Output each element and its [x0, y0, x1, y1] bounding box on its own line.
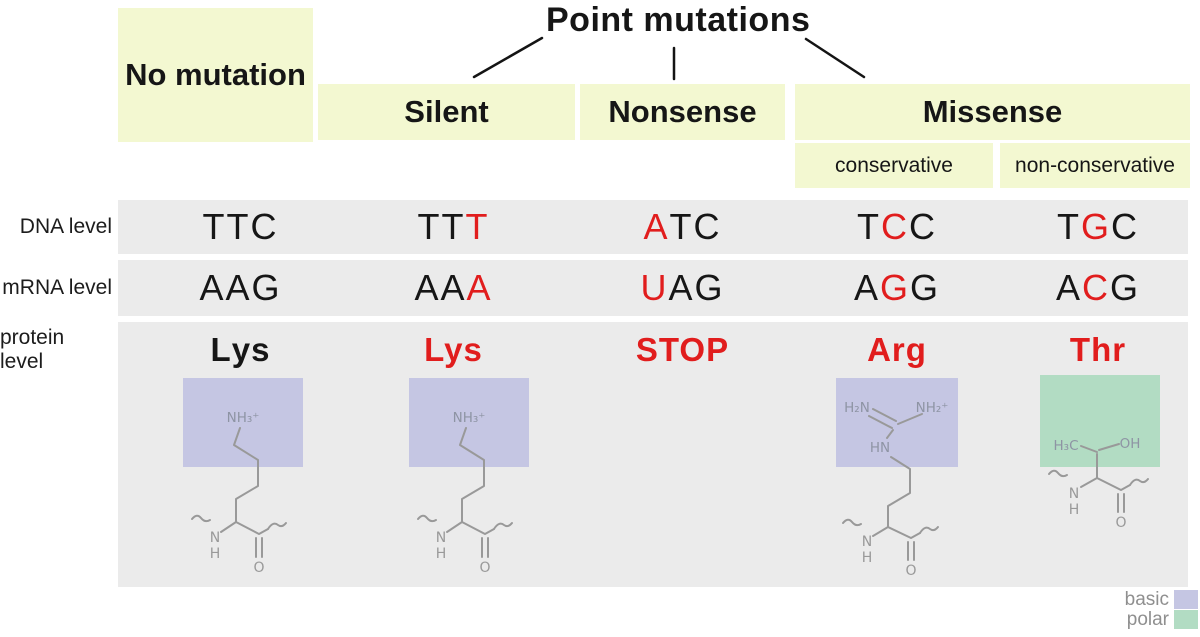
side-group-bonds [1080, 443, 1120, 453]
threonine-structure: H₃C OH N H O [1040, 375, 1160, 531]
backbone-nitrogen-label: N [436, 530, 446, 546]
amine-right-label: NH₂⁺ [916, 400, 949, 416]
arginine-structure: H₂N NH₂⁺ HN N H O [836, 378, 958, 579]
header-no-mutation: No mutation [118, 8, 313, 142]
backbone-hydrogen-label: H [210, 546, 221, 562]
row-label-protein-level: protein level [0, 326, 65, 373]
left-truncation-squiggle [1048, 469, 1068, 478]
legend-swatch-basic [1174, 590, 1198, 609]
protein-silent: Lys [424, 331, 483, 368]
backbone-bonds [1080, 477, 1131, 491]
imino-bond [886, 429, 894, 439]
backbone-hydrogen-label: H [862, 550, 873, 566]
header-silent: Silent [318, 84, 575, 140]
lysine-structure-no-mutation: NH₃⁺ N H O [183, 378, 303, 576]
right-truncation-squiggle [919, 526, 939, 534]
guanidinium-single-bond [897, 413, 923, 425]
protein-missense-conservative: Arg [867, 331, 927, 368]
legend-item-polar: polar [1123, 608, 1198, 630]
polar-highlight-box [1040, 375, 1160, 467]
backbone-nitrogen-label: N [862, 534, 872, 550]
row-label-mrna-level: mRNA level [2, 276, 112, 299]
header-missense-non-conservative: non-conservative [1000, 143, 1190, 188]
backbone-hydrogen-label: H [436, 546, 447, 562]
backbone-nitrogen-label: N [210, 530, 220, 546]
hydroxyl-group-label: OH [1120, 436, 1141, 452]
side-chain-bonds [459, 427, 485, 523]
amine-left-label: H₂N [844, 400, 870, 416]
carbonyl-double-bond [481, 537, 489, 558]
amine-group-label: NH₃⁺ [227, 410, 260, 426]
carbonyl-oxygen-label: O [1115, 515, 1126, 531]
backbone-nitrogen-label: N [1069, 486, 1079, 502]
carbonyl-oxygen-label: O [253, 560, 264, 576]
protein-nonsense-stop: STOP [635, 331, 730, 368]
basic-highlight-box [409, 378, 529, 467]
imino-group-label: HN [870, 440, 890, 456]
basic-highlight-box [836, 378, 958, 467]
left-truncation-squiggle [417, 514, 437, 523]
carbonyl-oxygen-label: O [905, 563, 916, 579]
right-truncation-squiggle [493, 522, 513, 530]
left-truncation-squiggle [842, 518, 862, 527]
carbonyl-double-bond [255, 537, 263, 558]
amine-group-label: NH₃⁺ [453, 410, 486, 426]
backbone-bonds [220, 521, 269, 535]
diagram-title: Point mutations [546, 1, 811, 39]
side-chain-bonds [233, 427, 259, 523]
protein-missense-non-conservative: Thr [1069, 331, 1127, 368]
legend-label-basic: basic [1124, 588, 1169, 610]
header-nonsense: Nonsense [580, 84, 785, 140]
branch-line-missense [804, 37, 866, 79]
backbone-hydrogen-label: H [1069, 502, 1080, 518]
header-missense-conservative: conservative [795, 143, 993, 188]
methyl-group-label: H₃C [1054, 438, 1079, 454]
header-missense: Missense [795, 84, 1190, 140]
branch-connectors [472, 36, 866, 81]
right-truncation-squiggle [1129, 478, 1149, 486]
guanidinium-double-bond [868, 408, 897, 429]
basic-highlight-box [183, 378, 303, 467]
right-truncation-squiggle [267, 522, 287, 530]
side-chain-bonds [887, 456, 911, 528]
left-truncation-squiggle [191, 514, 211, 523]
legend-item-basic: basic [1123, 588, 1198, 610]
carbonyl-double-bond [1117, 493, 1125, 513]
backbone-bonds [446, 521, 495, 535]
lysine-structure-silent: NH₃⁺ N H O [409, 378, 529, 576]
branch-line-silent [472, 36, 544, 79]
backbone-bonds [872, 526, 921, 539]
legend-label-polar: polar [1126, 608, 1169, 630]
legend: basic polar [1123, 588, 1198, 630]
carbonyl-double-bond [907, 541, 915, 561]
row-label-dna-level: DNA level [19, 215, 112, 238]
legend-swatch-polar [1174, 610, 1198, 629]
carbonyl-oxygen-label: O [479, 560, 490, 576]
